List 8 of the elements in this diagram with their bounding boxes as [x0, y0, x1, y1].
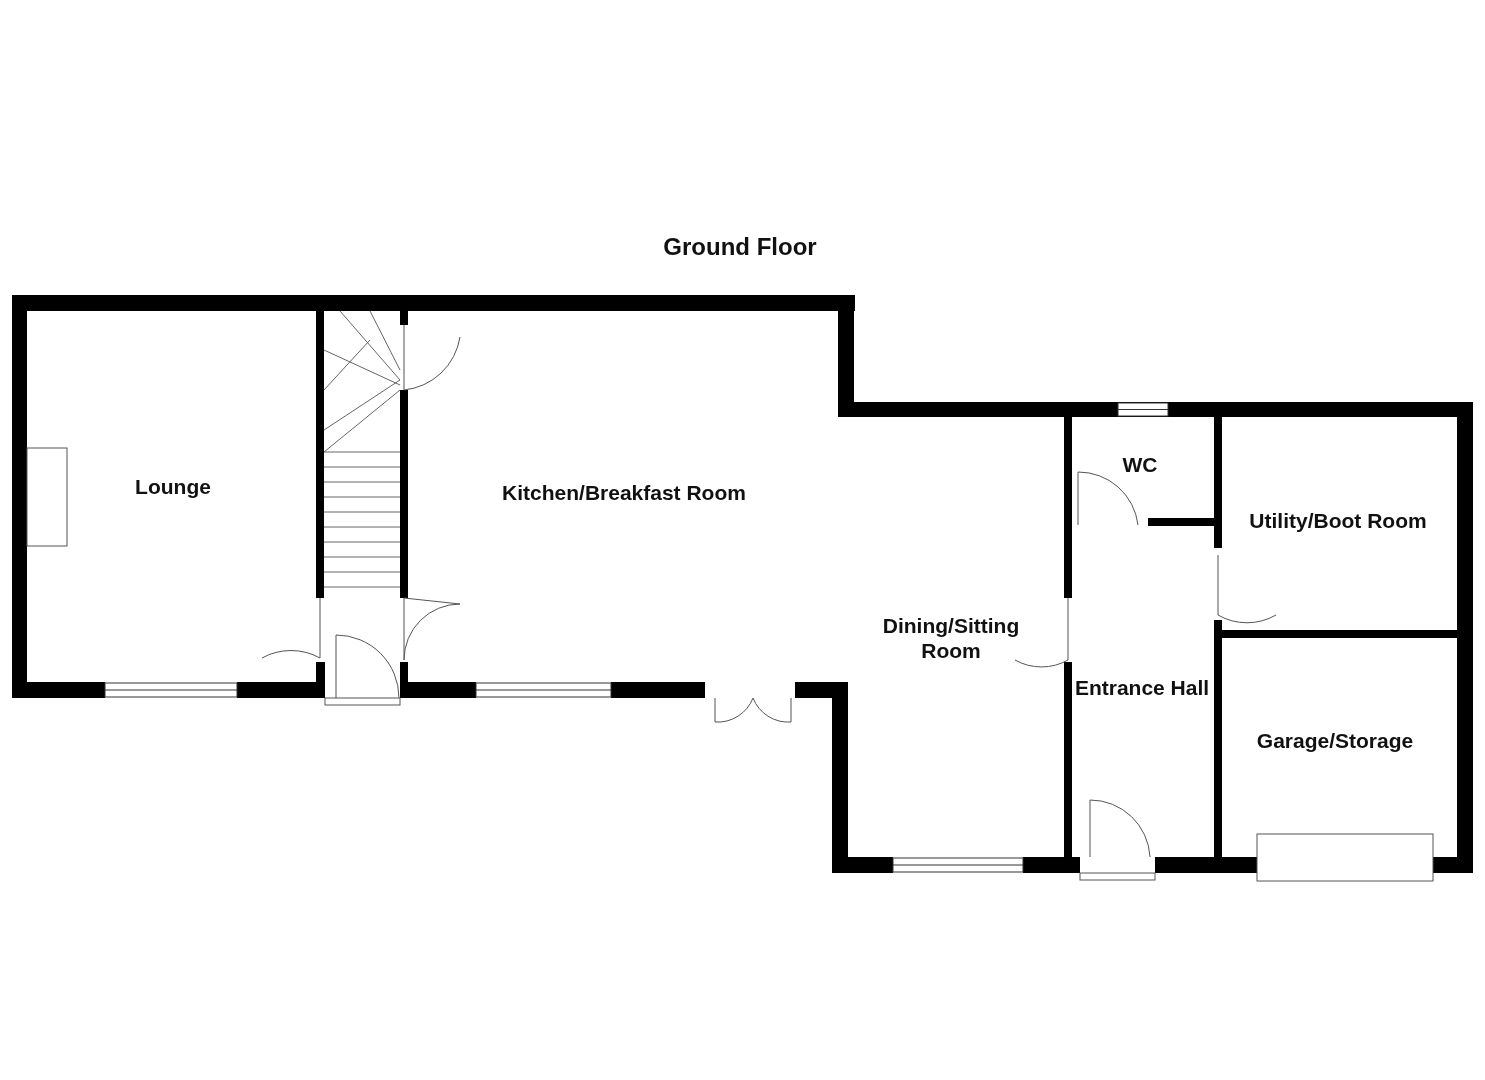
room-name: WC: [1100, 451, 1180, 477]
room-name: Entrance Hall: [1072, 674, 1212, 700]
room-name: Lounge: [73, 473, 273, 499]
room-name: Kitchen/Breakfast Room: [494, 479, 754, 505]
room-name: Dining/Sitting Room: [856, 613, 1046, 663]
room-name: Garage/Storage: [1235, 727, 1435, 753]
room-name: Utility/Boot Room: [1248, 507, 1428, 533]
floor-title: Ground Floor: [663, 233, 817, 261]
